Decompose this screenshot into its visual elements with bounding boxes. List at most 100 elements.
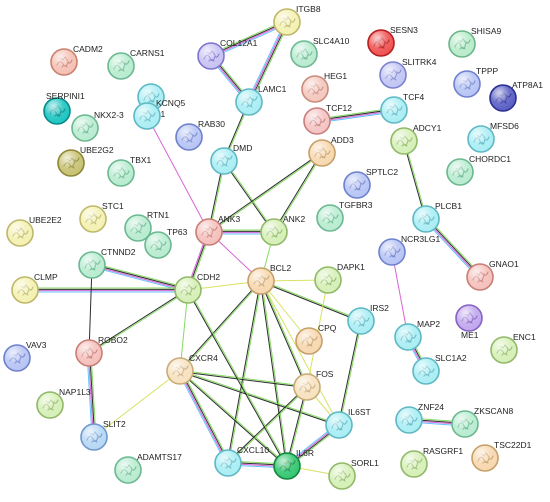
node-kcnq5[interactable]: KCNQ5 <box>133 98 186 130</box>
node-slitrk4[interactable]: SLITRK4 <box>379 57 437 89</box>
edge-channel <box>249 22 289 103</box>
node-cxcr4[interactable]: CXCR4 <box>166 353 218 385</box>
node-label: SLC1A2 <box>435 353 467 363</box>
node-serpini1[interactable]: SERPINI1 <box>43 91 85 125</box>
node-label: UBE2E2 <box>29 215 62 225</box>
node-dmd[interactable]: DMD <box>210 143 252 175</box>
node-dapk1[interactable]: DAPK1 <box>314 262 365 294</box>
node-adcy1[interactable]: ADCY1 <box>390 123 442 155</box>
node-rtn1[interactable]: RTN1 <box>124 210 169 242</box>
node-gnao1[interactable]: GNAO1 <box>466 259 519 291</box>
node-label: HEG1 <box>324 71 347 81</box>
node-label: PLCB1 <box>435 201 462 211</box>
node-ank2[interactable]: ANK2 <box>260 214 305 246</box>
node-col12a1[interactable]: COL12A1 <box>197 38 258 70</box>
node-il6st[interactable]: IL6ST <box>325 407 371 439</box>
node-map2[interactable]: MAP2 <box>394 319 440 351</box>
node-stc1[interactable]: STC1 <box>79 201 124 233</box>
node-bcl2[interactable]: BCL2 <box>247 263 292 295</box>
node-adamts17[interactable]: ADAMTS17 <box>114 452 182 484</box>
edge-channel <box>260 280 340 426</box>
node-label: ANK2 <box>283 214 305 224</box>
node-ncr3lg1[interactable]: NCR3LG1 <box>378 234 440 266</box>
node-slc4a10[interactable]: SLC4A10 <box>290 36 350 68</box>
node-rasgrf1[interactable]: RASGRF1 <box>400 446 463 478</box>
node-highlight <box>448 160 472 184</box>
node-label: ADD3 <box>331 135 354 145</box>
node-tbx1[interactable]: TBX1 <box>107 155 152 187</box>
edge-channel <box>180 369 308 387</box>
node-tcf4[interactable]: TCF4 <box>380 92 425 124</box>
node-znf24[interactable]: ZNF24 <box>395 402 444 434</box>
node-enc1[interactable]: ENC1 <box>490 332 536 364</box>
node-ctnnd2[interactable]: CTNND2 <box>78 247 136 279</box>
edge-channel <box>90 352 97 437</box>
node-cadm2[interactable]: CADM2 <box>50 44 103 76</box>
node-plcb1[interactable]: PLCB1 <box>412 201 462 233</box>
node-label: DMD <box>233 143 252 153</box>
edge-CXCR4-CXCL10 <box>177 369 231 465</box>
node-tppp[interactable]: TPPP <box>453 66 499 98</box>
node-cxcl10[interactable]: CXCL10 <box>214 445 269 477</box>
node-sesn3[interactable]: SESN3 <box>367 25 418 57</box>
node-atp8a1[interactable]: ATP8A1 <box>489 80 543 112</box>
edge-CXCR4-SLIT2 <box>93 370 181 438</box>
node-tsc22d1[interactable]: TSC22D1 <box>471 440 532 472</box>
node-ube2e2[interactable]: UBE2E2 <box>6 215 62 247</box>
node-sptlc2[interactable]: SPTLC2 <box>343 167 398 199</box>
node-carns1[interactable]: CARNS1 <box>107 48 165 80</box>
node-tcf12[interactable]: TCF12 <box>303 103 352 135</box>
node-highlight <box>349 309 373 333</box>
node-me1[interactable]: ME1 <box>455 304 483 340</box>
node-highlight <box>468 265 492 289</box>
edge-channel <box>391 251 409 338</box>
node-shisa9[interactable]: SHISA9 <box>448 26 502 58</box>
node-tgfbr3[interactable]: TGFBR3 <box>316 200 373 232</box>
node-add3[interactable]: ADD3 <box>308 135 354 167</box>
node-highlight <box>369 31 393 55</box>
edge-BCL2-IL6ST <box>260 280 340 426</box>
node-nkx2-3[interactable]: NKX2-3 <box>71 110 124 142</box>
node-lamc1[interactable]: LAMC1 <box>235 84 287 116</box>
node-sorl1[interactable]: SORL1 <box>328 458 379 490</box>
edge-channel <box>337 320 361 425</box>
edge-BCL2-FOS <box>259 280 309 388</box>
node-cpq[interactable]: CPQ <box>295 323 337 355</box>
node-nap1l3[interactable]: NAP1L3 <box>36 387 91 419</box>
node-highlight <box>109 54 133 78</box>
node-irs2[interactable]: IRS2 <box>347 303 389 335</box>
node-zkscan8[interactable]: ZKSCAN8 <box>451 406 513 438</box>
node-robo2[interactable]: ROBO2 <box>75 335 128 367</box>
node-clmp[interactable]: CLMP <box>11 272 58 304</box>
node-highlight <box>82 425 106 449</box>
edge-ADD3-ANK3 <box>208 152 323 233</box>
node-ube2g2[interactable]: UBE2G2 <box>57 145 114 177</box>
node-fos[interactable]: FOS <box>293 369 334 401</box>
node-highlight <box>80 253 104 277</box>
node-rab30[interactable]: RAB30 <box>175 119 225 151</box>
edge-channel <box>86 353 93 438</box>
node-slit2[interactable]: SLIT2 <box>80 419 126 451</box>
edge-channel <box>261 280 289 466</box>
node-mfsd6[interactable]: MFSD6 <box>467 121 519 153</box>
node-label: TCF4 <box>403 92 425 102</box>
edge-BCL2-IRS2 <box>260 279 362 323</box>
node-label: SLIT2 <box>103 419 126 429</box>
node-cdh2[interactable]: CDH2 <box>174 272 220 304</box>
node-chordc1[interactable]: CHORDC1 <box>446 154 511 186</box>
node-slc1a2[interactable]: SLC1A2 <box>412 353 467 385</box>
edge-channel <box>208 152 322 232</box>
edge-BCL2-CXCR4 <box>179 280 262 372</box>
edge-channel <box>180 281 262 372</box>
node-ank3[interactable]: ANK3 <box>195 214 240 246</box>
node-tp63[interactable]: TP63 <box>144 227 188 259</box>
node-label: CLMP <box>34 272 58 282</box>
node-highlight <box>402 452 426 476</box>
node-il6r[interactable]: IL6R <box>273 448 314 480</box>
node-itgb8[interactable]: ITGB8 <box>273 4 321 36</box>
edge-channel <box>188 289 289 466</box>
edge-NCR3LG1-MAP2 <box>391 251 409 338</box>
node-vav3[interactable]: VAV3 <box>3 340 47 372</box>
node-heg1[interactable]: HEG1 <box>301 71 347 103</box>
